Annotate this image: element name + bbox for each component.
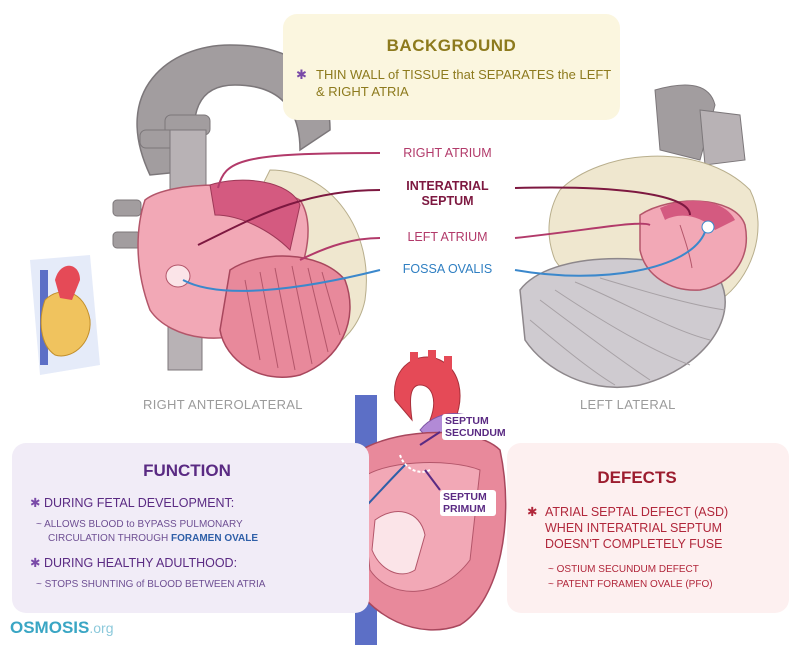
view-label-left-lateral: LEFT LATERAL: [580, 397, 676, 412]
label-interatrial-septum: INTERATRIAL SEPTUM: [406, 179, 489, 208]
function-title: FUNCTION: [143, 461, 231, 480]
sub-mark: ~: [548, 564, 554, 575]
function-sub-1-cont: CIRCULATION THROUGH FORAMEN OVALE: [48, 532, 368, 545]
defects-title: DEFECTS: [597, 468, 677, 487]
bullet-star-icon: ✱: [30, 556, 41, 570]
label-septum-primum: SEPTUM PRIMUM: [440, 490, 496, 516]
bullet-star-icon: ✱: [527, 505, 538, 519]
right-anterolateral-heart: [30, 44, 367, 378]
defects-sub-1: ~ OSTIUM SECUNDUM DEFECT: [548, 563, 699, 576]
function-sub-1-line1: ALLOWS BLOOD to BYPASS PULMONARY: [44, 519, 243, 530]
defects-bullet-text: ATRIAL SEPTAL DEFECT (ASD) WHEN INTERATR…: [545, 505, 729, 551]
background-panel: [283, 14, 620, 120]
function-sub-2: ~ STOPS SHUNTING of BLOOD BETWEEN ATRIA: [36, 578, 356, 591]
osmosis-logo[interactable]: OSMOSIS.org: [10, 618, 113, 638]
bullet-star-icon: ✱: [30, 496, 41, 510]
function-bullet-1-text: DURING FETAL DEVELOPMENT:: [43, 496, 235, 510]
sub-mark: ~: [548, 579, 554, 590]
background-title: BACKGROUND: [386, 36, 517, 55]
label-fossa-ovalis: FOSSA OVALIS: [402, 262, 493, 276]
view-label-right-anterolateral: RIGHT ANTEROLATERAL: [143, 397, 303, 412]
label-left-atrium: LEFT ATRIUM: [407, 230, 488, 244]
sub-mark: ~: [36, 519, 42, 530]
function-sub-1: ~ ALLOWS BLOOD to BYPASS PULMONARY: [36, 518, 356, 531]
defects-sub-2: ~ PATENT FORAMEN OVALE (PFO): [548, 578, 713, 591]
sub-mark: ~: [36, 579, 42, 590]
function-bullet-2-text: DURING HEALTHY ADULTHOOD:: [43, 556, 238, 570]
function-panel: [12, 443, 369, 613]
foramen-ovale-highlight: FORAMEN OVALE: [170, 533, 259, 544]
defects-panel: [507, 443, 789, 613]
function-sub-1-line2: CIRCULATION THROUGH: [48, 533, 169, 544]
function-bullet-1: ✱ DURING FETAL DEVELOPMENT:: [30, 496, 234, 511]
left-lateral-heart: [519, 84, 759, 388]
label-right-atrium: RIGHT ATRIUM: [403, 146, 492, 160]
logo-name: OSMOSIS: [10, 618, 90, 637]
background-bullet-text: THIN WALL of TISSUE that SEPARATES the L…: [316, 67, 612, 99]
defects-star: ✱: [527, 504, 537, 520]
function-bullet-2: ✱ DURING HEALTHY ADULTHOOD:: [30, 556, 237, 571]
function-sub-2-text: STOPS SHUNTING of BLOOD BETWEEN ATRIA: [44, 579, 266, 590]
defects-sub-2-text: PATENT FORAMEN OVALE (PFO): [556, 579, 713, 590]
logo-suffix: .org: [89, 620, 114, 636]
background-bullet: ✱ THIN WALL of TISSUE that SEPARATES the…: [296, 66, 616, 100]
defects-sub-1-text: OSTIUM SECUNDUM DEFECT: [556, 564, 699, 575]
bullet-star-icon: ✱: [296, 67, 307, 82]
label-septum-secundum: SEPTUM SECUNDUM: [442, 414, 518, 440]
